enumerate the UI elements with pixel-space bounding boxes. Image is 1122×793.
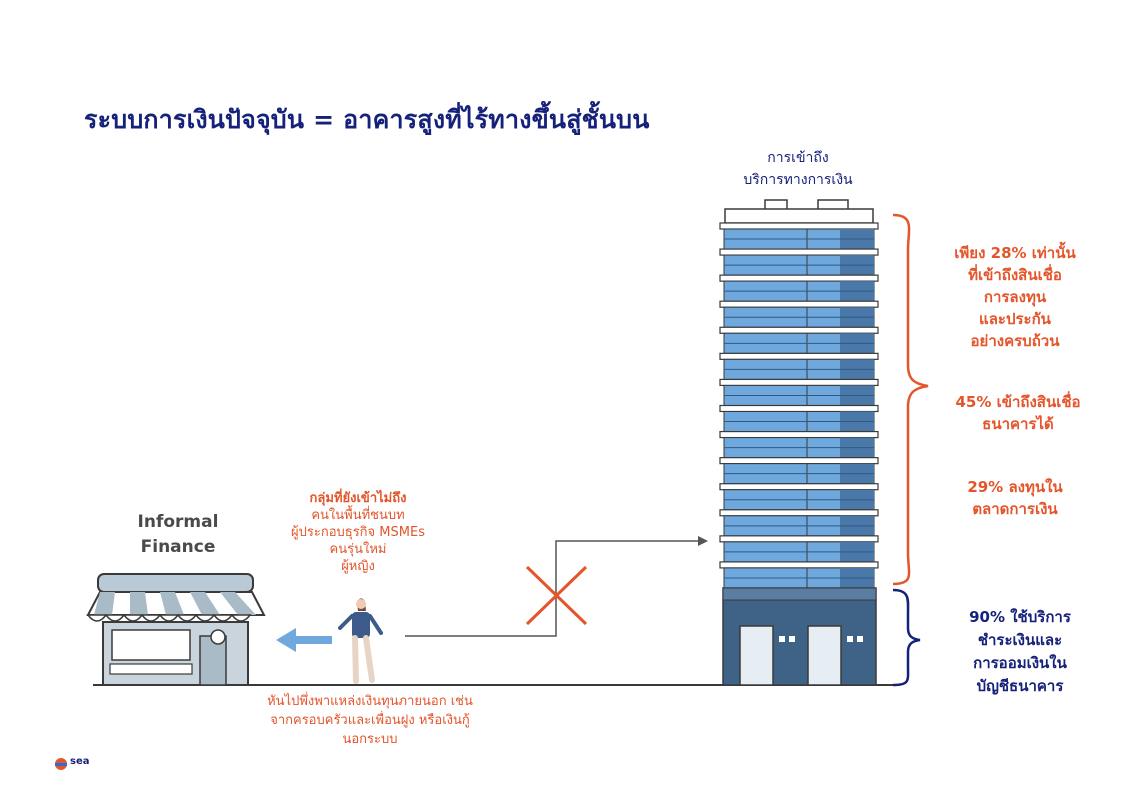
group-item: คนรุ่นใหม่ bbox=[329, 542, 387, 557]
stat-line: ชำระเงินและ bbox=[977, 631, 1063, 649]
stat-90-percent: 90% ใช้บริการ ชำระเงินและ การออมเงินใน บ… bbox=[945, 606, 1095, 698]
sea-logo bbox=[55, 758, 67, 770]
building-floors bbox=[719, 222, 879, 589]
building-label-line: บริการทางการเงิน bbox=[743, 172, 853, 188]
note-line: หันไปพึ่งพาแหล่งเงินทุนภายนอก เช่น bbox=[267, 694, 473, 709]
building-label-line: การเข้าถึง bbox=[767, 150, 829, 166]
note-line: จากครอบครัวและเพื่อนฝูง หรือเงินกู้ bbox=[270, 713, 470, 728]
building-illustration bbox=[719, 199, 879, 686]
building-label: การเข้าถึง บริการทางการเงิน bbox=[712, 147, 884, 191]
floor-slab bbox=[719, 535, 879, 543]
stat-28-percent: เพียง 28% เท่านั้น ที่เข้าถึงสินเชื่อ กา… bbox=[930, 242, 1100, 352]
floor-slab bbox=[719, 457, 879, 465]
stat-line: 45% เข้าถึงสินเชื่อ bbox=[955, 393, 1081, 411]
floor-slab bbox=[719, 378, 879, 387]
stat-line: 90% ใช้บริการ bbox=[969, 608, 1071, 626]
stat-line: บัญชีธนาคาร bbox=[976, 677, 1064, 695]
floor-slab bbox=[719, 430, 879, 439]
informal-sources-note: หันไปพึ่งพาแหล่งเงินทุนภายนอก เช่น จากคร… bbox=[220, 692, 520, 749]
stat-line: และประกัน bbox=[979, 310, 1051, 328]
informal-finance-label: Informal Finance bbox=[118, 510, 238, 560]
arrow-to-shop bbox=[276, 628, 332, 652]
group-title: กลุ่มที่ยังเข้าไม่ถึง bbox=[309, 491, 407, 506]
stat-29-percent: 29% ลงทุนใน ตลาดการเงิน bbox=[930, 476, 1100, 520]
note-line: นอกระบบ bbox=[342, 732, 398, 747]
group-item: คนในพื้นที่ชนบท bbox=[311, 508, 405, 523]
stat-45-percent: 45% เข้าถึงสินเชื่อ ธนาคารได้ bbox=[933, 391, 1103, 435]
floor-slab bbox=[719, 248, 879, 256]
stat-line: 29% ลงทุนใน bbox=[967, 478, 1063, 496]
shop-illustration bbox=[86, 573, 266, 686]
informal-line: Finance bbox=[140, 537, 216, 557]
floor-slab bbox=[719, 509, 879, 517]
navy-brace bbox=[892, 588, 921, 687]
stat-line: ตลาดการเงิน bbox=[972, 500, 1058, 518]
floor-slab bbox=[719, 404, 879, 413]
stat-line: การออมเงินใน bbox=[973, 654, 1067, 672]
informal-line: Informal bbox=[137, 512, 219, 532]
orange-brace bbox=[892, 213, 929, 586]
stat-line: ธนาคารได้ bbox=[982, 415, 1054, 433]
group-item: ผู้ประกอบธุรกิจ MSMEs bbox=[291, 525, 425, 540]
group-item: ผู้หญิง bbox=[341, 559, 375, 574]
floor-slab bbox=[719, 326, 879, 334]
page-title: ระบบการเงินปัจจุบัน = อาคารสูงที่ไร้ทางข… bbox=[84, 105, 650, 134]
stat-line: ที่เข้าถึงสินเชื่อ bbox=[968, 266, 1062, 284]
floor-slab bbox=[719, 222, 879, 230]
floor-slab bbox=[719, 483, 879, 491]
stat-line: การลงทุน bbox=[983, 288, 1047, 306]
unreached-group: กลุ่มที่ยังเข้าไม่ถึง คนในพื้นที่ชนบท ผู… bbox=[258, 490, 458, 575]
stat-line: อย่างครบถ้วน bbox=[970, 332, 1060, 350]
sea-logo-text: sea bbox=[70, 756, 90, 767]
person-illustration bbox=[338, 598, 383, 684]
floor-slab bbox=[719, 561, 879, 569]
floor-slab bbox=[719, 274, 879, 282]
floor-slab bbox=[719, 352, 879, 360]
path-line bbox=[405, 540, 700, 637]
floor-slab bbox=[719, 300, 879, 308]
stat-line: เพียง 28% เท่านั้น bbox=[954, 244, 1076, 262]
blocked-x-icon bbox=[525, 565, 588, 626]
path-arrowhead bbox=[698, 536, 708, 546]
